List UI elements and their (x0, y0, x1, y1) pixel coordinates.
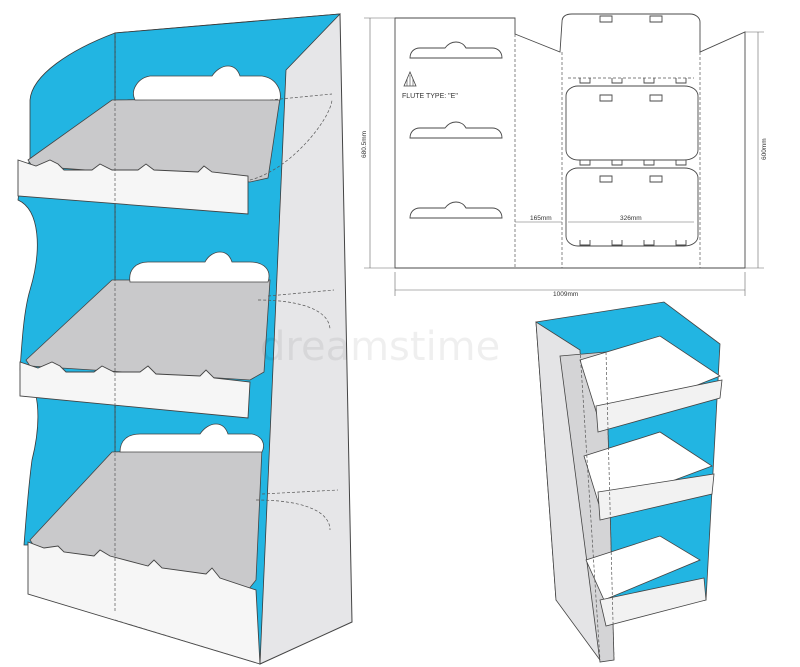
shelf-bottom-front (27, 541, 261, 665)
shelf-top-front (17, 159, 249, 215)
dieline-tab-row (579, 78, 687, 246)
large-display-stand (17, 13, 353, 665)
dimension-shelf-width: 326mm (620, 215, 642, 222)
dimension-panel-width: 165mm (530, 215, 552, 222)
dimension-height-side: 600mm (761, 138, 768, 160)
small-display-stand (535, 301, 723, 663)
dieline-flat-layout: FLUTE TYPE: "E" 1009mm 680.5mm 600mm 165… (361, 13, 768, 298)
shelf-top-back-lip (133, 65, 281, 101)
small-shelf-top (579, 335, 723, 433)
small-shelf-bottom (585, 535, 707, 627)
shelf-middle (19, 251, 331, 419)
dieline-shelf-cutouts (409, 41, 503, 219)
shelf-top (17, 65, 333, 215)
watermark-text: dreamstime (260, 324, 500, 370)
flute-direction-icon (403, 70, 417, 87)
flute-type-label: FLUTE TYPE: "E" (402, 93, 458, 100)
small-shelf-middle (583, 431, 715, 521)
shelf-middle-back-lip (129, 251, 270, 283)
shelf-bottom-back-lip (119, 423, 264, 453)
shelf-bottom (27, 423, 331, 665)
dimension-height-total: 680.5mm (361, 131, 368, 158)
dieline-outline (394, 13, 746, 269)
dimension-lines (364, 17, 764, 296)
dieline-shelf-panels (565, 15, 699, 247)
shelf-middle-front (19, 361, 251, 419)
dimension-width-total: 1009mm (553, 291, 578, 298)
